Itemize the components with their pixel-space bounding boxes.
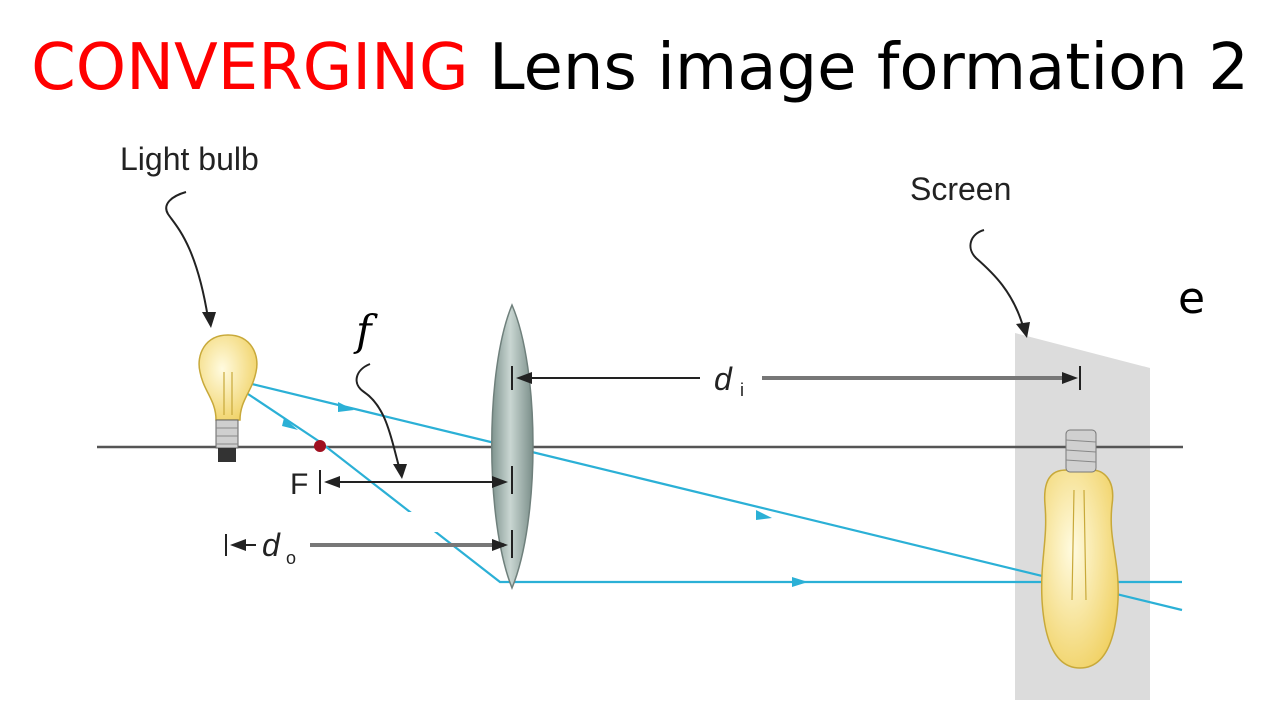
object-distance-label: d <box>262 527 281 563</box>
screen-pointer <box>969 229 1025 331</box>
label-pointers <box>165 191 1025 471</box>
light-bulb-label: Light bulb <box>120 141 259 177</box>
screen-label: Screen <box>910 171 1011 207</box>
focal-point <box>314 440 326 452</box>
image-bulb-icon <box>1040 429 1119 669</box>
ray-arrows <box>282 402 808 587</box>
mask-rect <box>290 352 450 366</box>
ray-arrow <box>756 510 772 520</box>
ray-arrow <box>282 418 298 430</box>
dimension-arrowheads <box>230 372 1078 551</box>
focal-length-pointer <box>355 363 401 471</box>
title-accent: CONVERGING <box>31 31 469 105</box>
page-title: CONVERGING Lens image formation 2 <box>0 28 1280 108</box>
dimension-lines <box>225 366 1081 558</box>
ray-through-center <box>247 381 1183 612</box>
clipped-text-fragment: e <box>1178 273 1206 324</box>
arrowhead <box>230 539 246 551</box>
arrowhead <box>492 539 508 551</box>
arrowhead <box>1062 372 1078 384</box>
arrowhead <box>516 372 532 384</box>
pointer-heads <box>202 312 1030 479</box>
light-bulb-pointer <box>165 191 209 319</box>
image-distance-subscript: i <box>740 380 744 400</box>
mask-rect <box>408 512 450 532</box>
light-bulb-icon <box>198 334 258 462</box>
ray-arrow <box>338 402 354 412</box>
focal-length-label: f <box>353 306 378 355</box>
image-distance-label: d <box>714 361 733 397</box>
arrowhead <box>492 476 508 488</box>
focal-point-label: F <box>290 468 308 501</box>
pointer-head <box>393 464 407 479</box>
title-rest: Lens image formation 2 <box>488 31 1249 105</box>
object-distance-subscript: o <box>286 548 296 568</box>
ray-arrow <box>792 577 808 587</box>
pointer-head <box>202 312 216 328</box>
arrowhead <box>324 476 340 488</box>
pointer-head <box>1016 322 1030 338</box>
